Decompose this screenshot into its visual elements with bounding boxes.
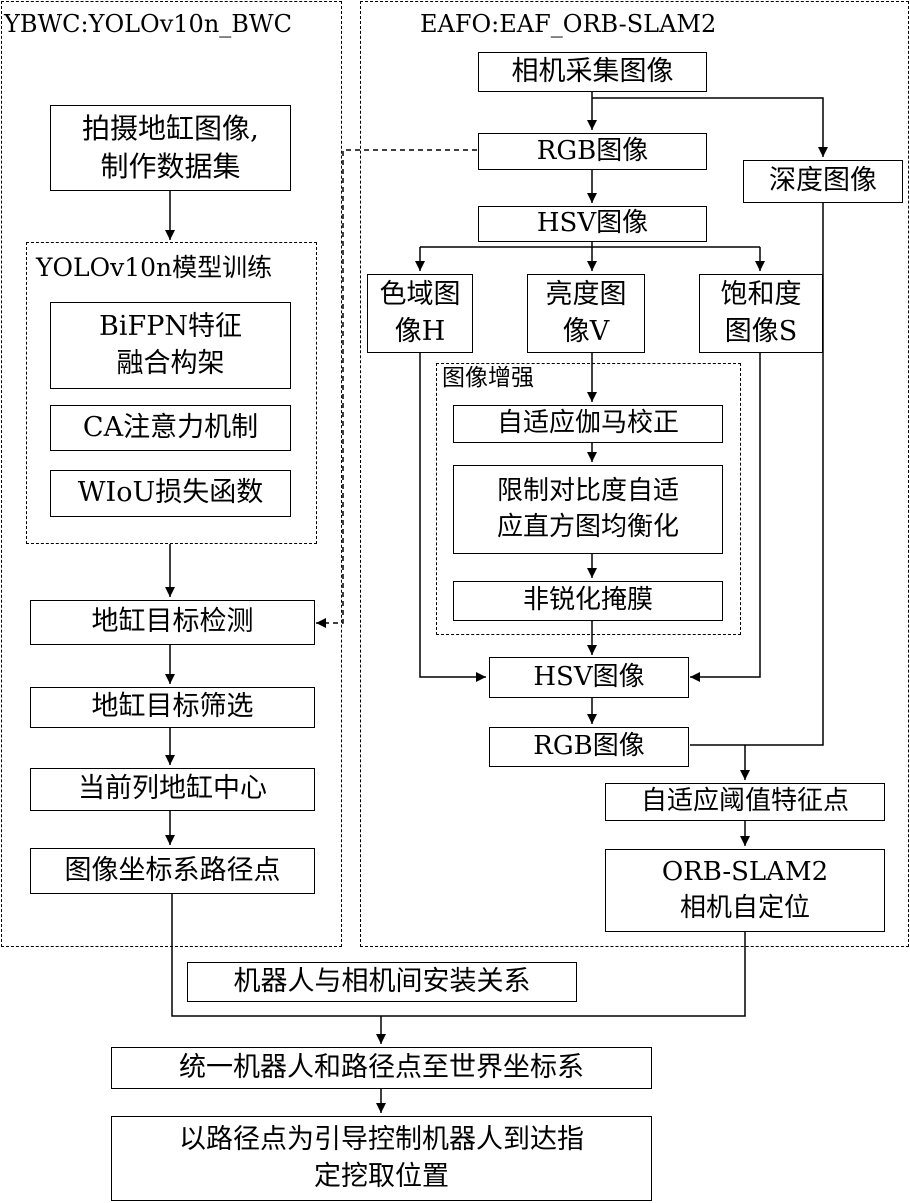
unsharp-mask-box: 非锐化掩膜 <box>453 581 723 621</box>
edge-hue-to-hsv2 <box>419 352 486 682</box>
path-points-box: 图像坐标系路径点 <box>30 848 315 894</box>
eafo-group <box>360 1 909 947</box>
enhance-group <box>436 363 741 635</box>
edge-pathpoints-down <box>171 893 746 1017</box>
guide-robot-box: 以路径点为引导控制机器人到达指 定挖取位置 <box>111 1116 652 1201</box>
bifpn-box: BiFPN特征 融合构架 <box>50 302 291 389</box>
wiou-loss-box: WIoU损失函数 <box>50 470 291 517</box>
ca-attention-box: CA注意力机制 <box>50 405 291 451</box>
rgb-image-2-box: RGB图像 <box>489 727 689 767</box>
center-box: 当前列地缸中心 <box>30 768 315 811</box>
filter-box: 地缸目标筛选 <box>30 687 315 728</box>
edge-camera-to-depth <box>592 97 828 157</box>
hsv-image-2-box: HSV图像 <box>489 657 689 698</box>
edge-hsv-split <box>420 241 760 248</box>
hue-image-box: 色域图 像H <box>367 274 473 353</box>
enhance-label: 图像增强 <box>442 365 534 391</box>
edge-rgb2-to-features <box>690 202 824 746</box>
depth-image-box: 深度图像 <box>743 160 903 203</box>
orbslam-box: ORB-SLAM2 相机自定位 <box>605 849 885 932</box>
edge-rgb-to-detect <box>316 149 477 628</box>
mount-relation-box: 机器人与相机间安装关系 <box>187 962 577 1002</box>
gamma-correction-box: 自适应伽马校正 <box>453 405 723 443</box>
yolo-training-group <box>26 242 317 544</box>
camera-box: 相机采集图像 <box>478 52 707 92</box>
eafo-group-label: EAFO:EAF_ORB-SLAM2 <box>420 10 717 38</box>
capture-dataset-box: 拍摄地缸图像, 制作数据集 <box>50 105 291 191</box>
ybwc-group-label: YBWC:YOLOv10n_BWC <box>4 10 292 38</box>
hsv-image-box: HSV图像 <box>478 206 707 242</box>
adaptive-features-box: 自适应阈值特征点 <box>605 783 885 821</box>
clahe-box: 限制对比度自适 应直方图均衡化 <box>453 465 723 554</box>
detect-box: 地缸目标检测 <box>30 600 315 645</box>
yolo-training-label: YOLOv10n模型训练 <box>36 253 273 282</box>
unify-world-box: 统一机器人和路径点至世界坐标系 <box>111 1047 652 1089</box>
value-image-box: 亮度图 像V <box>527 274 645 353</box>
rgb-image-box: RGB图像 <box>478 133 707 170</box>
edge-sat-to-hsv2 <box>690 352 761 682</box>
saturation-image-box: 饱和度 图像S <box>699 274 823 353</box>
